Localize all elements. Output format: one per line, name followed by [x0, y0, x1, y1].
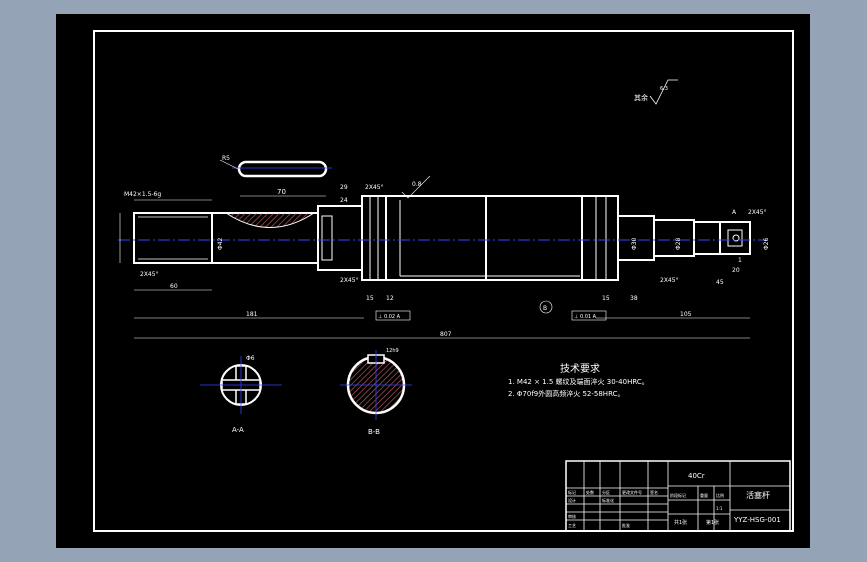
svg-text:比例: 比例: [716, 492, 724, 498]
svg-text:R5: R5: [222, 155, 230, 162]
svg-text:29: 29: [340, 184, 348, 191]
svg-text:重量: 重量: [700, 492, 708, 498]
svg-text:Φ26: Φ26: [763, 237, 770, 250]
svg-text:12: 12: [386, 295, 394, 302]
piston-rod-main-view: [133, 195, 751, 281]
svg-text:70: 70: [277, 188, 286, 196]
part-name: 活塞杆: [746, 490, 770, 500]
svg-text:共1张: 共1张: [674, 519, 687, 526]
svg-text:A: A: [732, 209, 737, 216]
tech-item-2: 2. Φ70f9外圆高频淬火 52-58HRC。: [508, 389, 624, 398]
svg-text:审核: 审核: [568, 513, 576, 519]
svg-text:A-A: A-A: [232, 426, 244, 434]
svg-text:807: 807: [440, 331, 452, 338]
tech-item-1: 1. M42 × 1.5 螺纹及端面淬火 30-40HRC。: [508, 377, 649, 386]
svg-text:60: 60: [170, 283, 178, 290]
svg-text:2X45°: 2X45°: [660, 277, 679, 284]
svg-text:Φ42: Φ42: [217, 237, 224, 250]
svg-text:2X45°: 2X45°: [140, 271, 159, 278]
roughness-rest-note: 其余 6.3: [634, 79, 678, 105]
svg-text:标准化: 标准化: [602, 497, 614, 503]
svg-text:⊥ 0.02 A: ⊥ 0.02 A: [378, 314, 401, 320]
svg-text:标记: 标记: [568, 489, 576, 495]
svg-text:批准: 批准: [622, 522, 630, 528]
technical-requirements: 技术要求 1. M42 × 1.5 螺纹及端面淬火 30-40HRC。 2. Φ…: [508, 362, 649, 398]
svg-text:105: 105: [680, 311, 692, 318]
svg-text:2X45°: 2X45°: [365, 184, 384, 191]
svg-text:15: 15: [366, 295, 374, 302]
tech-title: 技术要求: [560, 362, 600, 375]
svg-text:2X45°: 2X45°: [340, 277, 359, 284]
section-b-b: 12h9 B-B: [340, 348, 412, 436]
svg-text:12h9: 12h9: [386, 348, 399, 354]
title-block: 40Cr 活塞杆 YYZ-HSG-001 标记 处数 分区 更改文件号 签名 设…: [565, 460, 791, 532]
svg-text:2X45°: 2X45°: [748, 209, 767, 216]
svg-text:Φ28: Φ28: [675, 237, 682, 250]
keyway-detail: R5 70: [219, 155, 332, 197]
drawing-border: [93, 30, 794, 532]
svg-text:B: B: [543, 305, 547, 312]
svg-text:20: 20: [732, 267, 740, 274]
svg-text:B-B: B-B: [368, 428, 380, 436]
svg-text:M42×1.5-6g: M42×1.5-6g: [124, 191, 161, 198]
dimensions: M42×1.5-6g 2X45° 60 181 807 105 29 24 2X…: [119, 175, 770, 339]
svg-text:Φ30: Φ30: [631, 237, 638, 250]
svg-text:⊥ 0.01 A: ⊥ 0.01 A: [574, 314, 597, 320]
section-a-a: Φ6 A-A: [200, 355, 282, 434]
svg-text:分区: 分区: [602, 489, 610, 495]
drawing-number: YYZ-HSG-001: [733, 516, 781, 524]
svg-text:15: 15: [602, 295, 610, 302]
svg-text:Φ6: Φ6: [246, 355, 255, 362]
svg-text:第1张: 第1张: [706, 519, 719, 526]
svg-text:处数: 处数: [586, 489, 594, 495]
svg-text:6.3: 6.3: [660, 86, 668, 92]
svg-text:签名: 签名: [650, 489, 658, 495]
svg-text:其余: 其余: [634, 93, 648, 102]
svg-text:24: 24: [340, 197, 348, 204]
svg-text:1:1: 1:1: [716, 506, 723, 511]
svg-text:更改文件号: 更改文件号: [622, 489, 642, 495]
svg-text:设计: 设计: [568, 497, 576, 503]
svg-text:45: 45: [716, 279, 724, 286]
svg-text:工艺: 工艺: [568, 523, 576, 528]
svg-text:1: 1: [738, 257, 742, 264]
svg-text:阶段标记: 阶段标记: [670, 492, 686, 498]
svg-text:181: 181: [246, 311, 258, 318]
material: 40Cr: [688, 472, 705, 480]
svg-text:0.8: 0.8: [412, 181, 422, 188]
svg-text:38: 38: [630, 295, 638, 302]
